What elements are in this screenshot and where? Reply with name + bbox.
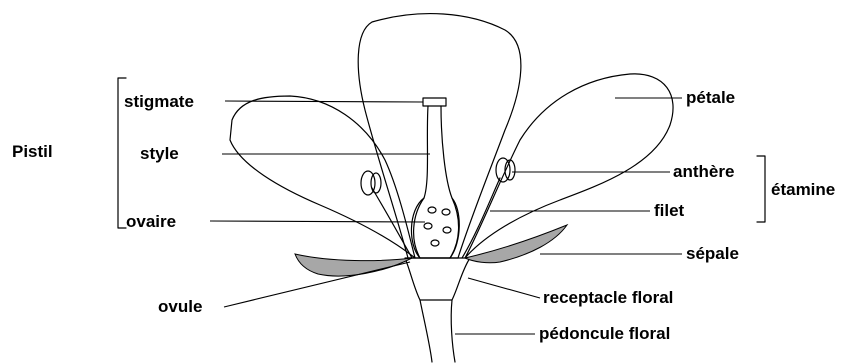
right-filament xyxy=(462,178,500,258)
ovule-5 xyxy=(431,240,439,246)
leader-stigmate xyxy=(225,101,423,102)
etamine-bracket xyxy=(757,156,765,222)
left-petal xyxy=(230,96,415,258)
label-ovule: ovule xyxy=(158,297,202,317)
label-petale: pétale xyxy=(686,88,735,108)
label-ovaire: ovaire xyxy=(126,212,176,232)
leader-ovaire xyxy=(210,221,425,222)
leader-receptacle xyxy=(468,278,540,298)
label-pistil: Pistil xyxy=(12,142,53,162)
ovule-3 xyxy=(424,223,432,229)
ovule-4 xyxy=(443,227,451,233)
stigma xyxy=(423,98,446,106)
label-pedoncule: pédoncule floral xyxy=(539,324,670,344)
label-stigmate: stigmate xyxy=(124,92,194,112)
label-receptacle: receptacle floral xyxy=(543,288,673,308)
style-tube xyxy=(414,106,459,258)
left-sepal xyxy=(295,254,412,276)
receptacle xyxy=(405,258,470,300)
label-sepale: sépale xyxy=(686,244,739,264)
label-anthere: anthère xyxy=(673,162,734,182)
label-etamine: étamine xyxy=(771,180,835,200)
ovule-2 xyxy=(442,209,450,215)
ovule-1 xyxy=(428,207,436,213)
peduncle xyxy=(420,300,455,362)
left-anther-b xyxy=(371,173,381,193)
label-style: style xyxy=(140,144,179,164)
label-filet: filet xyxy=(654,201,684,221)
